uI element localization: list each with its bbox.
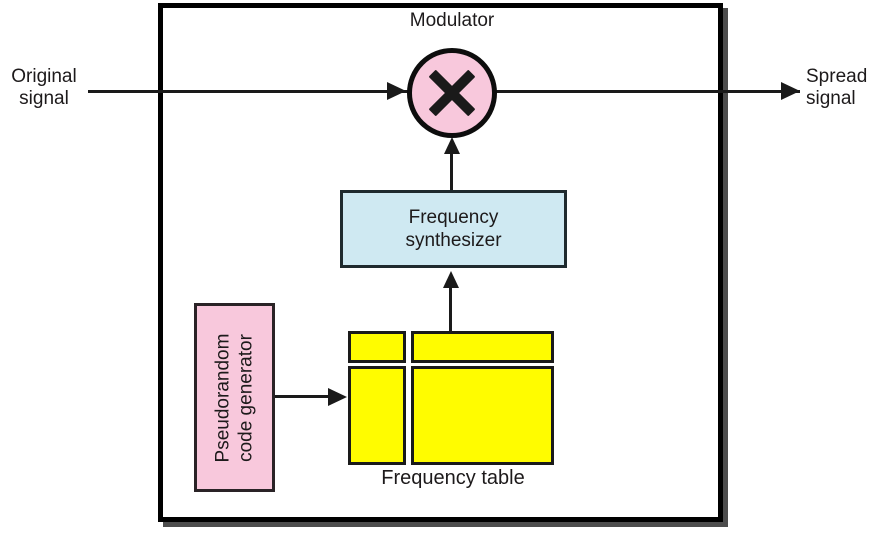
arrowhead-to-modulator-icon [444,137,460,154]
frequency-synthesizer-label: Frequency synthesizer [405,206,501,252]
original-signal-line2: signal [19,88,69,109]
pseudorandom-generator-line1: Pseudorandom [212,333,234,462]
arrowhead-to-table-icon [328,388,347,406]
spread-signal-line2: signal [806,88,856,109]
pseudorandom-generator-label: Pseudorandom code generator [212,305,258,490]
arrowhead-into-modulator-icon [387,82,406,100]
modulator-node [407,48,497,138]
pseudorandom-generator-node: Pseudorandom code generator [194,303,275,492]
frequency-synthesizer-line2: synthesizer [405,230,502,251]
synthesizer-to-modulator-line [450,151,453,190]
spread-signal-label: Spread signal [806,66,875,110]
frequency-synthesizer-node: Frequency synthesizer [340,190,567,268]
frequency-table-cell-bottom-left [348,366,406,465]
frequency-table-cell-top-right [411,331,554,363]
arrowhead-to-synthesizer-icon [443,271,459,288]
pseudorandom-generator-line2: code generator [235,333,257,462]
modulator-label: Modulator [409,10,495,31]
table-to-synthesizer-line [449,285,452,331]
frequency-table-label: Frequency table [381,467,525,489]
arrowhead-output-icon [781,82,800,100]
original-signal-label: Original signal [2,66,86,110]
frequency-table-cell-top-left [348,331,406,363]
spread-signal-line1: Spread [806,66,868,87]
frequency-table-cell-bottom-right [411,366,554,465]
generator-to-table-line [275,395,331,398]
frequency-synthesizer-line1: Frequency [408,207,499,228]
original-signal-line1: Original [11,66,77,87]
